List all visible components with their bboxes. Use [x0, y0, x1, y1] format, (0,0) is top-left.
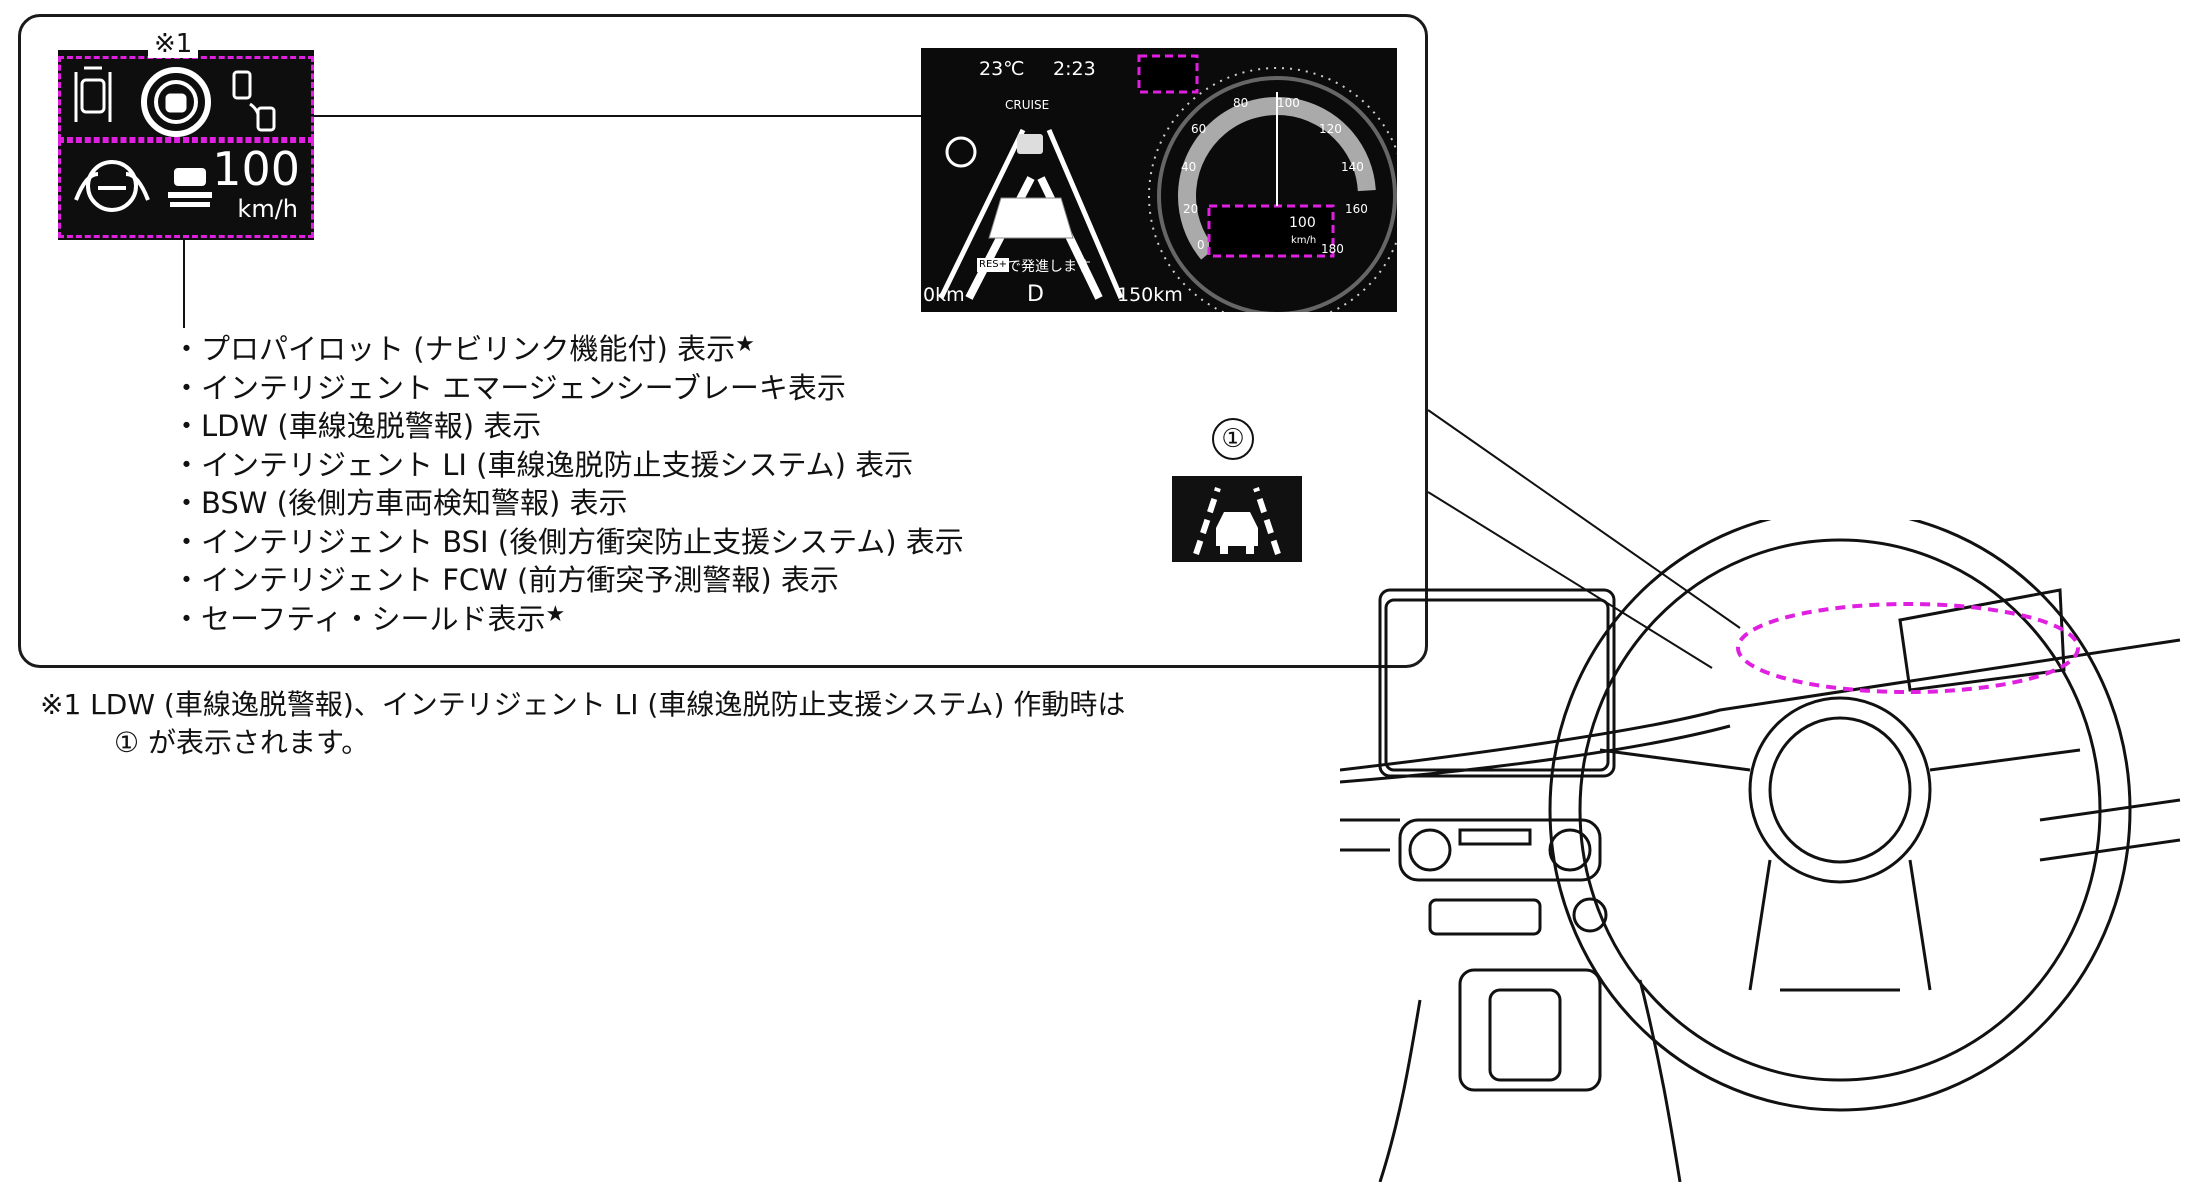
- cluster-inset-unit: km/h: [1291, 235, 1317, 246]
- cluster-temperature: 23℃: [979, 58, 1025, 80]
- tick-0: 0: [1197, 238, 1205, 252]
- tick-40: 40: [1181, 160, 1197, 174]
- tick-160: 160: [1345, 202, 1368, 216]
- cluster-odometer: 0km: [923, 284, 965, 306]
- set-speed-unit: km/h: [237, 195, 298, 223]
- cluster-resume-hint: で発進します: [1007, 259, 1091, 275]
- indicator-number: ①: [1212, 418, 1254, 460]
- cluster-resume-button: RES+: [977, 258, 1009, 272]
- adas-status-panel: 100 km/h: [58, 50, 314, 240]
- cluster-steering-icon: [945, 136, 977, 168]
- lane-car-icon: [74, 66, 112, 122]
- dashboard-illustration: [1340, 520, 2181, 1182]
- tick-60: 60: [1191, 122, 1207, 136]
- cluster-adas-inset: [1207, 204, 1335, 258]
- list-item: ・インテリジェント BSI (後側方衝突防止支援システム) 表示: [172, 524, 964, 559]
- cluster-mode: CRUISE: [1005, 98, 1050, 112]
- list-item: ・インテリジェント LI (車線逸脱防止支援システム) 表示: [172, 447, 914, 482]
- own-car-shape: [988, 197, 1074, 239]
- tick-120: 120: [1319, 122, 1342, 136]
- cluster-time: 2:23: [1053, 58, 1096, 80]
- tick-180: 180: [1321, 242, 1344, 256]
- list-item: ・インテリジェント エマージェンシーブレーキ表示: [172, 370, 846, 405]
- steering-assist-icon: [74, 160, 150, 212]
- tick-100: 100: [1277, 96, 1300, 110]
- tick-80: 80: [1233, 96, 1249, 110]
- list-item: ・BSW (後側方車両検知警報) 表示: [172, 486, 628, 520]
- footnote: ※1 LDW (車線逸脱警報)、インテリジェント LI (車線逸脱防止支援システ…: [40, 688, 1126, 759]
- cluster-gear: D: [1027, 282, 1044, 307]
- cluster-highlight-ellipse: [1736, 602, 2080, 694]
- emergency-brake-icon: [141, 67, 211, 137]
- list-item: ・LDW (車線逸脱警報) 表示: [172, 409, 542, 443]
- lead-car-shape: [1017, 134, 1043, 154]
- blind-spot-icon: [232, 70, 276, 132]
- instrument-cluster: 23℃ 2:23 CRUISE RES+ で発進します 0km D 150km …: [921, 48, 1397, 312]
- lane-departure-icon: [1172, 476, 1302, 562]
- list-item: ・インテリジェント FCW (前方衝突予測警報) 表示: [172, 563, 839, 597]
- cluster-range: 150km: [1117, 284, 1183, 306]
- cluster-status-icons: [1137, 54, 1199, 94]
- tick-140: 140: [1341, 160, 1364, 174]
- set-speed-value: 100: [212, 142, 300, 196]
- adas-icons: [74, 66, 276, 212]
- highlight-lower-row: [58, 140, 314, 238]
- display-list: ・プロパイロット (ナビリンク機能付) 表示★ ・インテリジェント エマージェン…: [172, 330, 964, 638]
- list-item: ・セーフティ・シールド表示★: [172, 601, 566, 636]
- note-marker: ※1: [148, 30, 199, 58]
- list-item: ・プロパイロット (ナビリンク機能付) 表示★: [172, 332, 755, 366]
- tick-20: 20: [1183, 202, 1199, 216]
- cluster-inset-speed: 100: [1289, 215, 1316, 231]
- cluster-graphics: [938, 54, 1397, 312]
- lead-car-icon: [168, 168, 212, 207]
